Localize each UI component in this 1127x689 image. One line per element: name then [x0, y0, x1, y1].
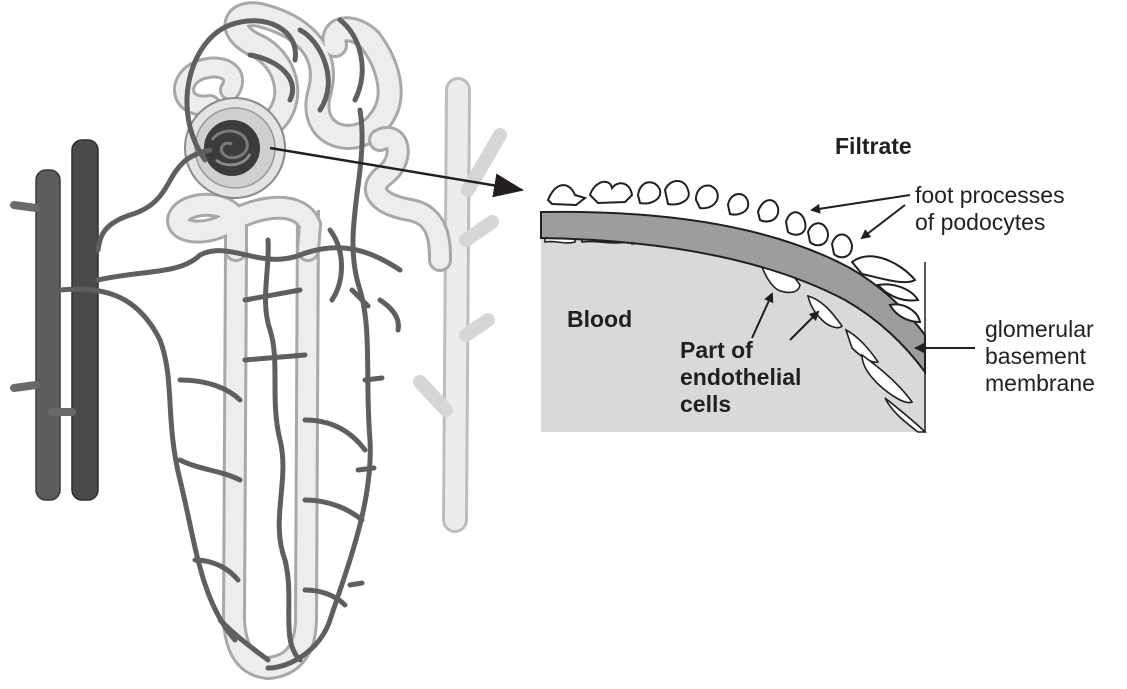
renal-vessels — [14, 140, 98, 500]
nephron-illustration — [14, 14, 500, 668]
label-endothelial-cells: Part of endothelial cells — [680, 337, 801, 418]
foot-processes-arrow-1 — [812, 195, 910, 210]
glomerulus — [204, 120, 260, 176]
label-filtrate: Filtrate — [835, 133, 912, 160]
collecting-duct — [420, 90, 500, 520]
foot-processes-arrow-2 — [862, 205, 905, 238]
label-blood: Blood — [567, 306, 632, 333]
label-basement-membrane: glomerular basement membrane — [985, 316, 1095, 397]
label-foot-processes: foot processes of podocytes — [915, 182, 1065, 236]
loop-of-henle — [234, 210, 308, 668]
